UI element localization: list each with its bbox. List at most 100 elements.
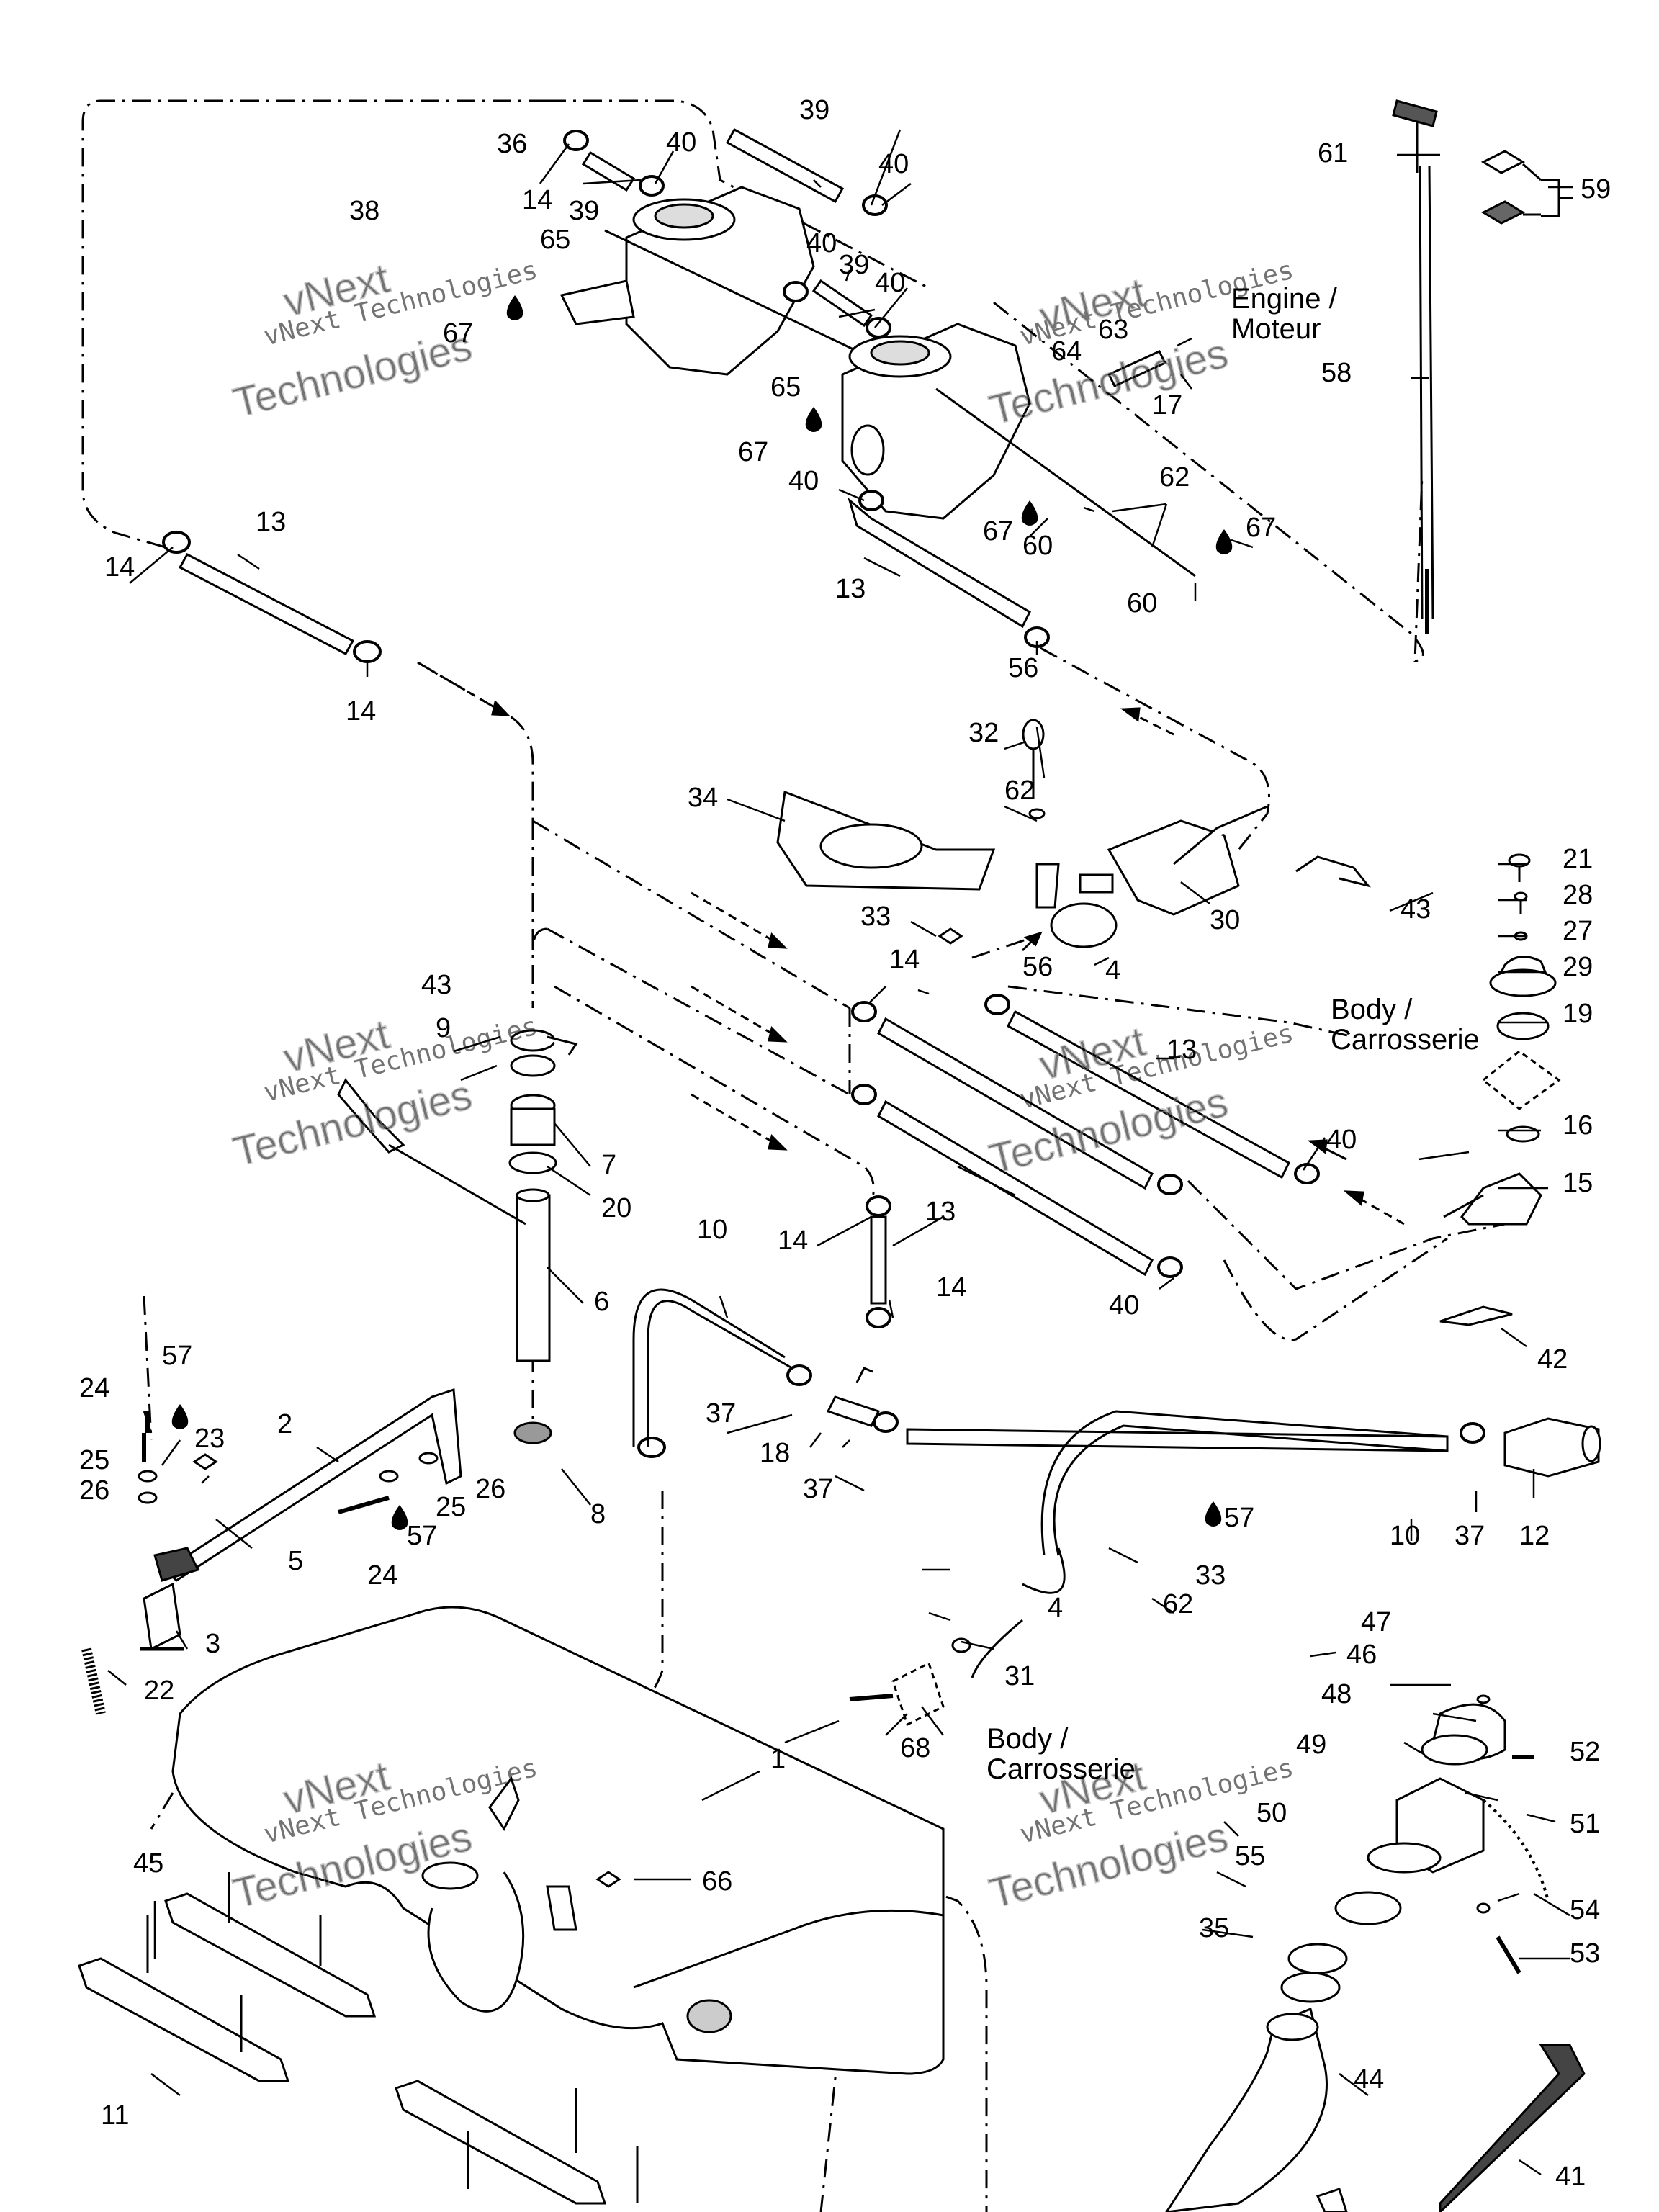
callout-21: 21	[1563, 844, 1593, 874]
callout-60b: 60	[1127, 588, 1157, 619]
callout-35: 35	[1199, 1913, 1229, 1943]
fuel-pickup-group	[337, 1029, 578, 1444]
fuel-gauge-dipstick	[1392, 99, 1573, 634]
callout-19: 19	[1563, 999, 1593, 1029]
callout-67b: 67	[738, 437, 768, 467]
callout-1: 1	[770, 1744, 786, 1774]
callout-61: 61	[1318, 138, 1348, 168]
callout-30: 30	[1210, 905, 1240, 935]
callout-5: 5	[288, 1546, 303, 1576]
filler-neck-group	[1165, 1694, 1586, 2212]
callout-14c: 14	[522, 185, 552, 215]
callout-49: 49	[1296, 1730, 1326, 1760]
carburetor-assembly	[559, 186, 1196, 577]
drop-icon	[1021, 500, 1038, 526]
callout-27: 27	[1563, 916, 1593, 946]
callout-14a: 14	[104, 552, 135, 583]
callout-10a: 10	[697, 1215, 727, 1245]
callout-37a: 37	[706, 1398, 736, 1429]
vent-valve-group	[1295, 853, 1561, 1326]
callout-46: 46	[1346, 1640, 1377, 1670]
callout-4a: 4	[1105, 956, 1120, 986]
callout-36: 36	[497, 129, 527, 159]
callout-11: 11	[101, 2100, 129, 2131]
callout-67c: 67	[983, 516, 1013, 547]
flow-arrows	[417, 661, 1405, 1226]
callout-39c: 39	[839, 250, 869, 280]
callout-14f: 14	[936, 1272, 966, 1303]
fittings	[826, 1367, 1601, 1478]
mounting-bracket	[81, 1388, 462, 1715]
callout-57a: 57	[162, 1341, 192, 1371]
callout-59: 59	[1581, 174, 1611, 204]
fuel-filter-group	[776, 719, 1268, 948]
callout-44: 44	[1354, 2064, 1384, 2095]
callout-57c: 57	[1224, 1503, 1254, 1533]
callout-43a: 43	[1401, 894, 1431, 925]
callout-22: 22	[144, 1676, 174, 1706]
callout-40a: 40	[666, 127, 696, 158]
callout-40d: 40	[875, 268, 905, 298]
callout-40g: 40	[1109, 1290, 1139, 1321]
callout-14d: 14	[889, 945, 920, 975]
callout-39b: 39	[569, 196, 599, 226]
callout-25b: 25	[436, 1492, 466, 1522]
callout-51: 51	[1570, 1809, 1600, 1839]
callout-14e: 14	[778, 1226, 808, 1256]
callout-29: 29	[1563, 952, 1593, 982]
callout-28: 28	[1563, 880, 1593, 910]
callout-68: 68	[900, 1733, 930, 1763]
callout-45: 45	[133, 1848, 163, 1879]
callout-38: 38	[349, 196, 379, 226]
callout-37b: 37	[803, 1474, 833, 1504]
callout-26b: 26	[475, 1474, 505, 1504]
callout-66: 66	[702, 1866, 732, 1897]
callout-18: 18	[760, 1438, 790, 1468]
callout-12: 12	[1519, 1521, 1550, 1551]
callout-6: 6	[594, 1287, 609, 1317]
callout-32: 32	[968, 718, 999, 748]
fuel-tank	[171, 1606, 945, 2075]
callout-10b: 10	[1390, 1521, 1420, 1551]
callout-40f: 40	[1326, 1125, 1357, 1155]
body-label-bottom-line2: Carrosserie	[986, 1753, 1136, 1785]
body-label-top-line1: Body /	[1331, 994, 1413, 1025]
drop-icon	[1215, 529, 1233, 554]
tank-pads	[78, 1872, 639, 2205]
callout-41: 41	[1555, 2162, 1586, 2192]
callout-37c: 37	[1455, 1521, 1485, 1551]
callout-13a: 13	[256, 507, 286, 537]
callout-9: 9	[436, 1013, 451, 1043]
callout-62a: 62	[1159, 462, 1190, 493]
callout-54: 54	[1570, 1895, 1600, 1925]
callout-64: 64	[1051, 336, 1082, 367]
callout-62c: 62	[1163, 1589, 1193, 1619]
callout-48: 48	[1321, 1679, 1352, 1709]
callout-24a: 24	[79, 1373, 109, 1403]
callout-17: 17	[1152, 390, 1182, 421]
callout-25a: 25	[79, 1445, 109, 1475]
callout-2: 2	[277, 1409, 292, 1439]
callout-65b: 65	[770, 372, 801, 403]
callout-24b: 24	[367, 1560, 397, 1591]
callout-67a: 67	[443, 318, 473, 349]
callout-4b: 4	[1048, 1593, 1063, 1623]
callout-55: 55	[1235, 1841, 1265, 1871]
callout-7: 7	[601, 1150, 616, 1180]
callout-23: 23	[194, 1424, 225, 1454]
callout-50: 50	[1256, 1798, 1287, 1828]
callout-52: 52	[1570, 1737, 1600, 1767]
clamp-rings	[162, 130, 1485, 1458]
callout-63: 63	[1098, 315, 1128, 345]
callout-39a: 39	[799, 95, 830, 125]
drop-icon	[1205, 1501, 1222, 1527]
body-label-top-line2: Carrosserie	[1331, 1024, 1480, 1056]
callout-57b: 57	[407, 1521, 437, 1551]
hose-10-left	[632, 1288, 793, 1447]
callout-42: 42	[1537, 1344, 1568, 1375]
misc-hardware	[849, 1619, 1023, 1727]
callout-60a: 60	[1022, 531, 1053, 561]
callout-34: 34	[688, 783, 718, 813]
engine-label-line1: Engine /	[1231, 283, 1338, 315]
callout-40c: 40	[806, 228, 837, 258]
